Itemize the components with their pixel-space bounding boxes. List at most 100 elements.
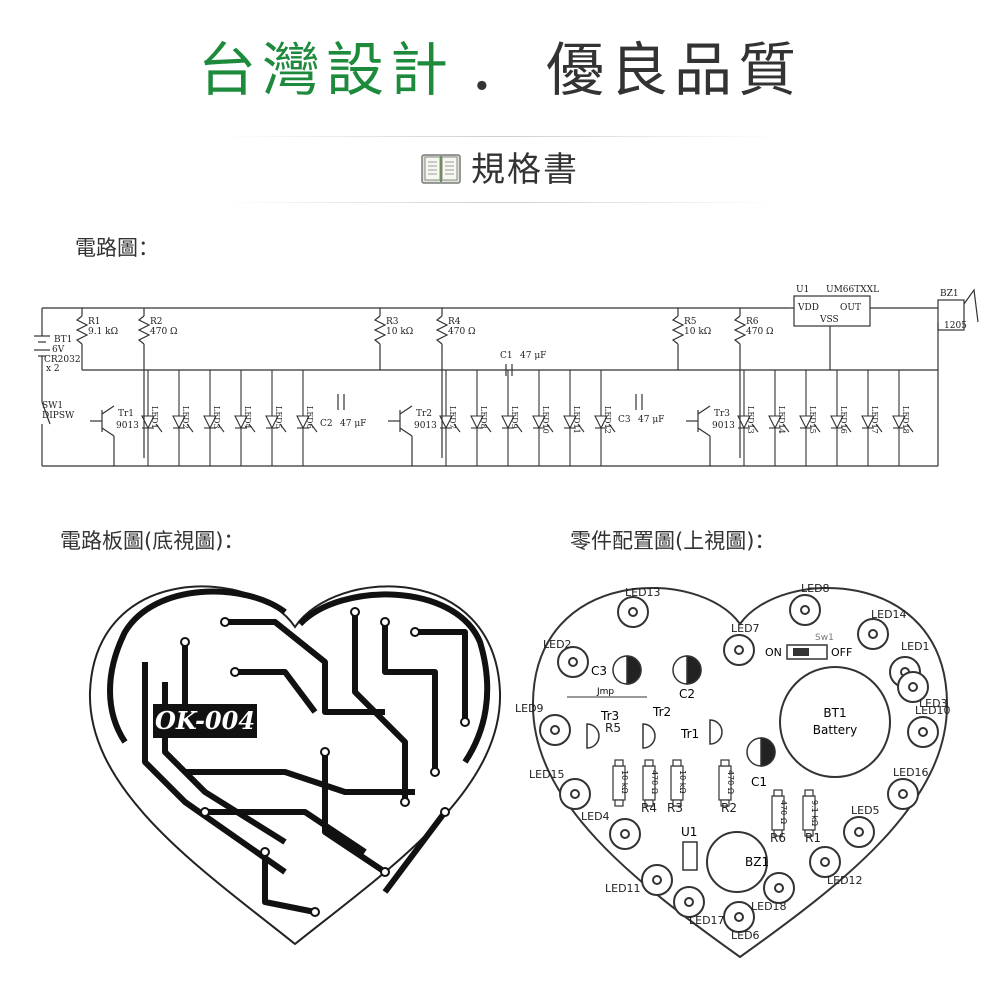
layout-resistor: 470 Ω xyxy=(642,759,659,807)
schematic-r2: R2 xyxy=(150,317,163,327)
schematic-led xyxy=(265,370,287,466)
layout-resistor: 10 kΩ xyxy=(612,759,629,807)
schematic-led xyxy=(439,370,461,466)
heading-quality: 優良品質 xyxy=(546,36,803,104)
schematic-bz1-val: 1205 xyxy=(944,321,967,331)
schematic-led xyxy=(594,370,616,466)
layout-led-label: LED8 xyxy=(801,582,830,595)
schematic-led-label: LED11 xyxy=(572,406,581,434)
layout-resistor-value: 470 Ω xyxy=(650,770,659,794)
layout-switch-off: OFF xyxy=(831,646,852,659)
schematic-led-label: LED3 xyxy=(212,406,221,429)
schematic-led-label: LED6 xyxy=(305,406,314,429)
schematic-led-label: LED17 xyxy=(870,406,879,434)
schematic-led xyxy=(203,370,225,466)
schematic-led-label: LED4 xyxy=(243,406,252,429)
layout-tr3: Tr3 xyxy=(600,709,619,723)
layout-led-label: LED14 xyxy=(871,608,907,621)
schematic-led-label: LED1 xyxy=(150,406,159,429)
schematic-c1: C1 xyxy=(500,351,513,361)
schematic-led xyxy=(141,370,163,466)
layout-led xyxy=(887,778,919,810)
schematic-r4: R4 xyxy=(448,317,461,327)
schematic-led-label: LED9 xyxy=(510,406,519,429)
page-heading: 台灣設計．優良品質 xyxy=(0,30,1000,110)
schematic-r4-val: 470 Ω xyxy=(448,327,476,337)
schematic-u1-vss: VSS xyxy=(819,315,839,325)
schematic-led-label: LED2 xyxy=(181,406,190,429)
schematic-led xyxy=(737,370,759,466)
layout-led-label: LED10 xyxy=(915,704,951,717)
layout-resistor: 470 Ω xyxy=(771,789,788,837)
layout-battery: Battery xyxy=(813,723,857,737)
schematic-led-label: LED7 xyxy=(448,406,457,429)
layout-switch-on: ON xyxy=(765,646,782,659)
schematic-bt1: BT1 xyxy=(54,335,72,345)
schematic-tr2-val: 9013 xyxy=(414,421,437,431)
layout-led-label: LED1 xyxy=(901,640,930,653)
layout-resistor-value: 10 kΩ xyxy=(678,770,687,793)
layout-led-label: LED4 xyxy=(581,810,610,823)
layout-led-label: LED17 xyxy=(689,914,725,927)
layout-led xyxy=(789,594,821,626)
schematic-led xyxy=(768,370,790,466)
schematic-u1-vdd: VDD xyxy=(797,303,819,313)
schematic-led xyxy=(830,370,852,466)
heading-separator: ． xyxy=(467,36,532,104)
schematic-c3-val: 47 μF xyxy=(638,415,664,425)
layout-resistor: 470 Ω xyxy=(718,759,735,807)
schematic-r3-val: 10 kΩ xyxy=(386,327,413,337)
layout-tr2: Tr2 xyxy=(652,705,671,719)
schematic-led-label: LED18 xyxy=(901,406,910,434)
layout-led xyxy=(723,901,755,933)
book-icon xyxy=(421,153,461,194)
layout-led-label: LED6 xyxy=(731,929,760,942)
layout-led xyxy=(539,714,571,746)
schematic-r5: R5 xyxy=(684,317,697,327)
schematic-led xyxy=(172,370,194,466)
layout-led xyxy=(617,596,649,628)
schematic-led-label: LED8 xyxy=(479,406,488,429)
layout-resistor-ref: R3 xyxy=(667,801,683,815)
spec-title: 規格書 xyxy=(471,150,579,190)
schematic-c3: C3 xyxy=(618,415,631,425)
layout-led-label: LED12 xyxy=(827,874,863,887)
layout-c1: C1 xyxy=(751,775,767,789)
schematic-sw1-type: DIPSW xyxy=(42,411,75,421)
schematic-led-label: LED15 xyxy=(808,406,817,434)
layout-bt1: BT1 xyxy=(823,706,846,720)
schematic-r2-val: 470 Ω xyxy=(150,327,178,337)
schematic-tr3-val: 9013 xyxy=(712,421,735,431)
layout-led xyxy=(907,716,939,748)
schematic-r3: R3 xyxy=(386,317,399,327)
layout-resistor-value: 470 Ω xyxy=(726,770,735,794)
layout-led xyxy=(843,816,875,848)
schematic-r5-val: 10 kΩ xyxy=(684,327,711,337)
schematic-c2: C2 xyxy=(320,419,333,429)
schematic-tr2: Tr2 xyxy=(416,409,432,419)
schematic-led-label: LED12 xyxy=(603,406,612,434)
schematic-led xyxy=(563,370,585,466)
schematic-led xyxy=(861,370,883,466)
layout-led xyxy=(557,646,589,678)
layout-resistor-value: 470 Ω xyxy=(779,800,788,824)
schematic-c2-val: 47 μF xyxy=(340,419,366,429)
schematic-led-label: LED13 xyxy=(746,406,755,434)
layout-jmp: Jmp xyxy=(596,687,614,697)
schematic-c1-val: 47 μF xyxy=(520,351,546,361)
layout-led xyxy=(809,846,841,878)
layout-resistor-value: 9.1 kΩ xyxy=(810,800,819,826)
schematic-r6-val: 470 Ω xyxy=(746,327,774,337)
schematic-bt1-count: x 2 xyxy=(46,364,60,374)
schematic-tr1: Tr1 xyxy=(118,409,134,419)
pcb-label: 電路板圖(底視圖)： xyxy=(60,529,245,553)
layout-c2: C2 xyxy=(679,687,695,701)
divider-bottom xyxy=(220,202,780,203)
layout-bz1: BZ1 xyxy=(745,855,769,869)
schematic-sw1: SW1 xyxy=(42,401,63,411)
layout-led-label: LED3 xyxy=(919,697,948,710)
layout-resistor-ref: R2 xyxy=(721,801,737,815)
schematic-bt1-voltage: 6V xyxy=(52,345,65,355)
circuit-diagram: BT1 6V CR2032 x 2 SW1 DIPSW R1 9.1 kΩ R2… xyxy=(34,285,979,467)
layout-resistor-ref: R6 xyxy=(770,831,786,845)
